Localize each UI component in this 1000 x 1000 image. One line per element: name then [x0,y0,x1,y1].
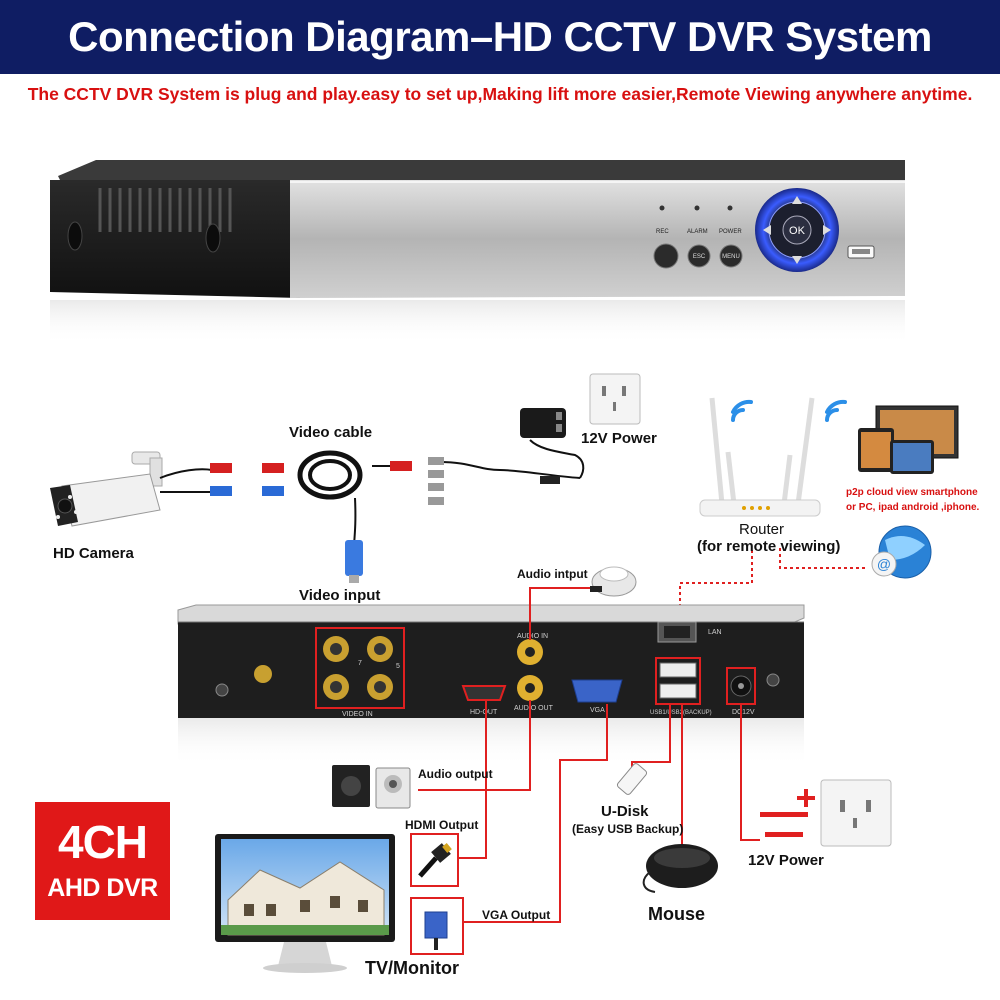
wall-outlet-top-icon [589,373,641,425]
video-cable-icon [159,439,585,546]
power-led-label: POWER [719,229,742,235]
video-in-label: VIDEO IN [342,711,373,718]
vga-output-label: VGA Output [482,908,551,922]
badge-product-type: AHD DVR [47,874,158,902]
wall-outlet-bottom-icon [820,779,892,847]
badge-channel-count: 4CH [57,816,148,868]
svg-text:@: @ [877,556,891,572]
vga-cable-icon [410,897,464,955]
dc12v-label: DC12V [732,709,755,716]
p2p-line-1: p2p cloud view smartphone [846,487,978,498]
port-5-label: 5 [396,663,400,670]
page-subtitle: The CCTV DVR System is plug and play.eas… [27,84,973,104]
wifi-icon [731,399,847,422]
ok-button: OK [789,225,806,237]
devices-icon [858,405,959,474]
mouse-label: Mouse [648,904,706,924]
router-label: Router [739,521,785,538]
p2p-line-2: or PC, ipad android ,iphone. [846,502,980,513]
router-sub-label: (for remote viewing) [697,538,841,555]
hd-camera-label: HD Camera [53,545,134,562]
vga-port [571,679,623,703]
power-12v-top-label: 12V Power [581,430,657,447]
audio-output-label: Audio output [418,767,493,781]
speakers-icon [332,765,411,809]
alarm-label: ALARM [687,229,708,235]
power-adapter-icon [520,408,566,438]
hd-camera-icon [50,451,163,527]
usb-label: USB1/USB2(BACKUP) [650,710,712,716]
video-in-ports [315,627,405,709]
hdmi-cable-icon [410,833,459,887]
product-badge: 4CH AHD DVR [35,802,170,920]
rec-label: REC [656,229,669,235]
audio-ports [517,639,543,701]
audio-out-label: AUDIO OUT [514,705,554,712]
internet-globe-icon: @ [871,525,932,579]
menu-button: MENU [722,254,740,260]
power-12v-bottom-label: 12V Power [748,852,824,869]
microphone-icon [590,566,637,597]
u-disk-label: U-Disk [601,803,649,820]
video-input-label: Video input [299,587,381,604]
tv-monitor-label: TV/Monitor [365,958,459,978]
audio-in-label: AUDIO IN [517,633,548,640]
tv-monitor-icon [215,834,395,973]
video-cable-label: Video cable [289,424,373,441]
dvr-front-unit [50,160,905,345]
esc-button: ESC [693,254,706,260]
dc-power-symbol-icon [760,789,815,837]
u-disk-icon [616,763,648,795]
hd-out-label: HD-OUT [470,709,498,716]
vga-label: VGA [590,707,605,714]
page-title: Connection Diagram–HD CCTV DVR System [0,0,1000,74]
lan-usb-ports [655,621,701,705]
u-disk-sub-label: (Easy USB Backup) [572,822,684,836]
lan-label: LAN [708,629,722,636]
hdmi-output-label: HDMI Output [405,818,479,832]
audio-input-label: Audio intput [517,567,588,581]
router-icon [699,397,821,517]
port-7-label: 7 [358,660,362,667]
mouse-icon [642,844,718,893]
hdmi-port [461,685,507,701]
